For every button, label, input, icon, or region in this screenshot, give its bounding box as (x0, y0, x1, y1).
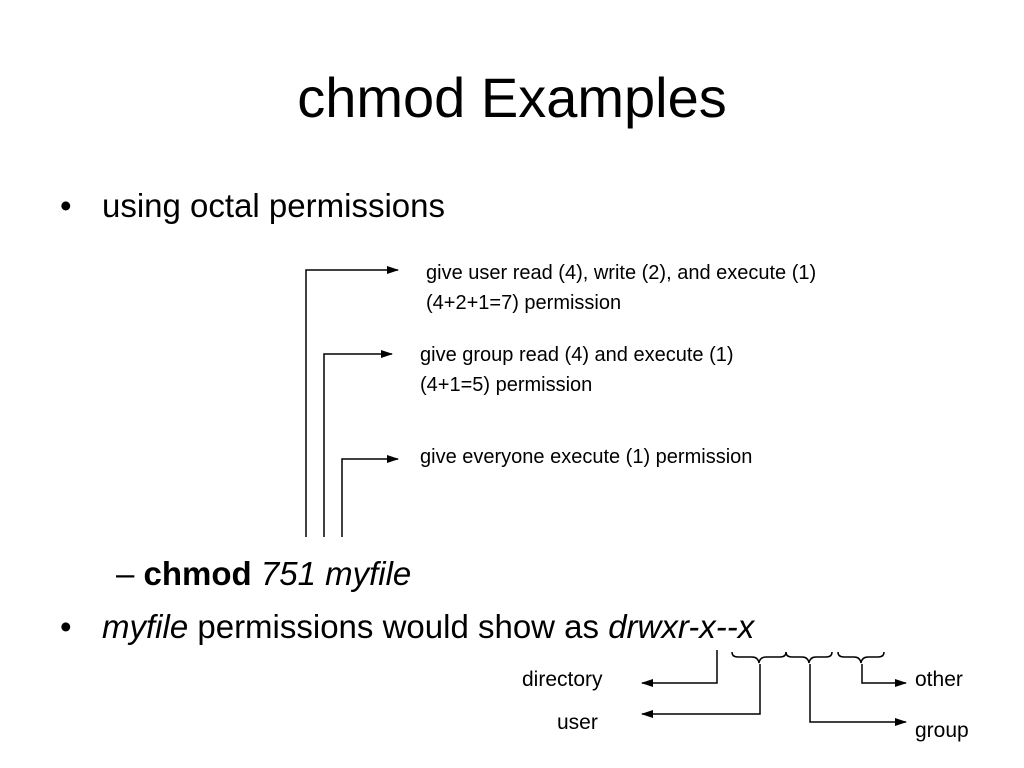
arrow-everyone-annotation (341, 455, 399, 537)
arrow-other (861, 664, 907, 687)
arrow-user (641, 664, 761, 718)
command-name: chmod (143, 555, 252, 592)
subbullet-chmod-command: – chmod 751 myfile (116, 554, 411, 594)
annotation-user-line1: give user read (4), write (2), and execu… (426, 262, 817, 284)
label-group: group (915, 719, 969, 742)
brace-group (785, 651, 833, 664)
permission-string: drwxr-x--x (608, 608, 755, 645)
label-user: user (557, 711, 598, 734)
bullet-using-octal: using octal permissions (102, 187, 445, 224)
subbullet-dash: – (116, 555, 135, 592)
annotation-group-line1: give group read (4) and execute (1) (420, 344, 734, 366)
annotation-group-line2: (4+1=5) permission (420, 374, 593, 396)
bullet2-middle: permissions would show as (197, 608, 600, 645)
bullet2-file: myfile (102, 608, 189, 645)
annotation-everyone: give everyone execute (1) permission (420, 446, 753, 468)
bullet-marker: • (60, 608, 72, 645)
arrow-group (809, 664, 907, 726)
brace-other (837, 651, 885, 664)
arrow-directory (641, 650, 718, 687)
label-directory: directory (522, 668, 603, 691)
bullet-permissions-show: myfile permissions would show as drwxr-x… (102, 607, 754, 647)
slide-title: chmod Examples (297, 66, 727, 129)
arrow-user-annotation (305, 266, 399, 537)
label-other: other (915, 668, 963, 691)
arrow-group-annotation (323, 350, 393, 537)
annotation-user-line2: (4+2+1=7) permission (426, 292, 622, 314)
command-args: 751 myfile (260, 555, 412, 592)
brace-user (731, 651, 787, 664)
bullet-marker: • (60, 187, 72, 224)
